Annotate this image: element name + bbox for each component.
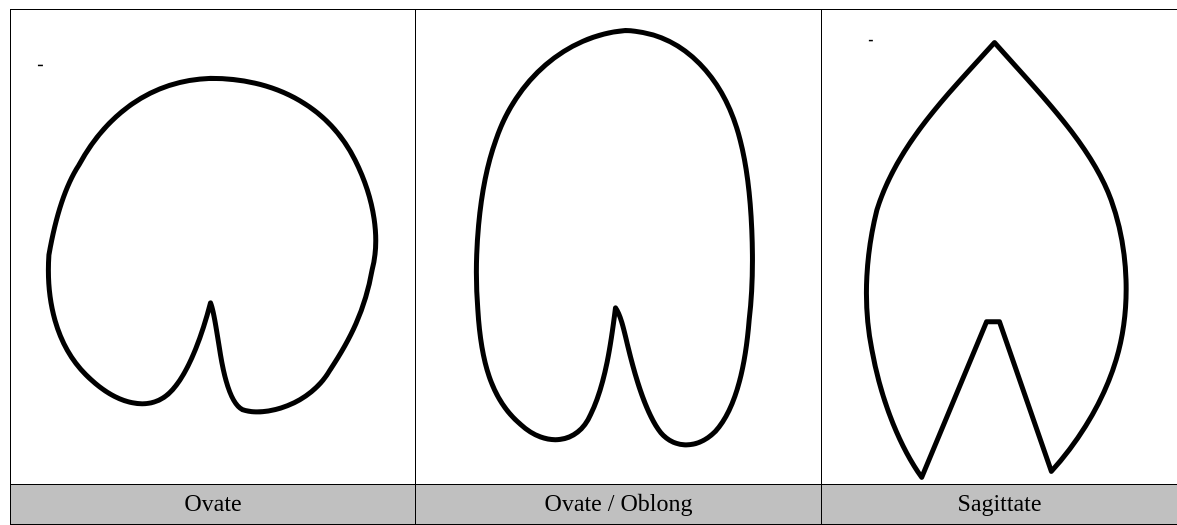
label-row: Ovate Ovate / Oblong Sagittate [11, 485, 1177, 525]
ovate-illustration-cell [11, 10, 416, 485]
ovate-oblong-leaf-drawing [416, 10, 821, 484]
sagittate-illustration-cell [822, 10, 1177, 485]
ovate-leaf-drawing [11, 10, 415, 484]
illustration-row [11, 10, 1177, 485]
ovate-leaf-outline [48, 78, 375, 411]
sagittate-leaf-outline [866, 43, 1126, 478]
sagittate-leaf-drawing [822, 10, 1177, 484]
leaf-shapes-table: Ovate Ovate / Oblong Sagittate [10, 9, 1177, 525]
ovate-label: Ovate [11, 485, 416, 525]
ovate-oblong-label: Ovate / Oblong [416, 485, 822, 525]
sagittate-label: Sagittate [822, 485, 1177, 525]
ovate-oblong-illustration-cell [416, 10, 822, 485]
ovate-oblong-leaf-outline [476, 31, 752, 445]
